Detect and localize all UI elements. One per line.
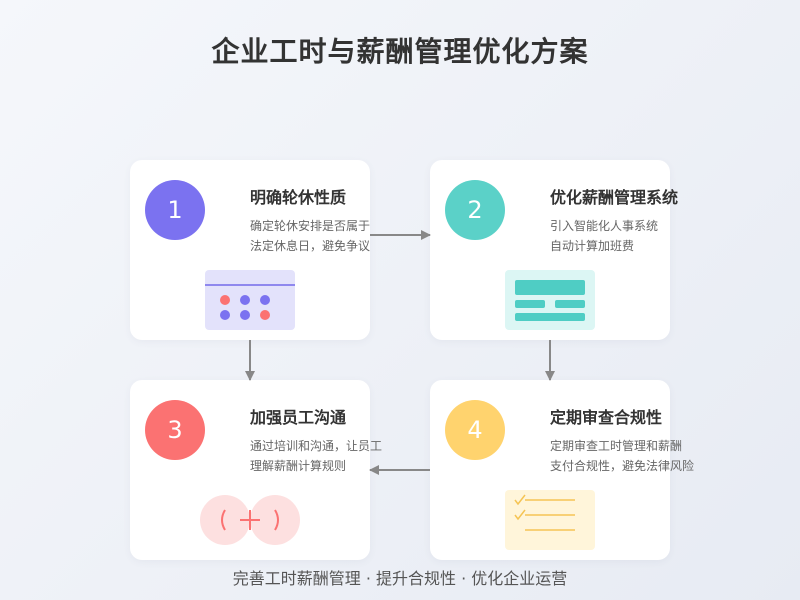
step-description: 引入智能化人事系统 自动计算加班费 (550, 216, 658, 256)
step-title: 加强员工沟通 (250, 408, 347, 427)
step-description-line: 定期审查工时管理和薪酬 (550, 439, 683, 453)
footer-summary: 完善工时薪酬管理 · 提升合规性 · 优化企业运营 (232, 569, 568, 588)
step-description: 确定轮休安排是否属于 法定休息日，避免争议 (250, 216, 370, 256)
checklist-icon (505, 490, 595, 550)
step-number-badge: 2 (445, 180, 505, 240)
step-description-line: 法定休息日，避免争议 (250, 239, 371, 253)
step-number-badge: 3 (145, 400, 205, 460)
step-description-line: 引入智能化人事系统 (550, 219, 659, 233)
step-title: 定期审查合规性 (550, 408, 663, 427)
step-description-line: 支付合规性，避免法律风险 (550, 459, 695, 473)
step-number-badge: 4 (445, 400, 505, 460)
page-title: 企业工时与薪酬管理优化方案 (211, 35, 589, 68)
step-description-line: 理解薪酬计算规则 (250, 459, 347, 473)
step-card-4: 4 定期审查合规性 定期审查工时管理和薪酬 支付合规性，避免法律风险 (430, 380, 694, 560)
step-description: 定期审查工时管理和薪酬 支付合规性，避免法律风险 (550, 436, 694, 476)
step-number-badge: 1 (145, 180, 205, 240)
step-card-1: 1 明确轮休性质 确定轮休安排是否属于 法定休息日，避免争议 (130, 160, 370, 340)
step-description: 通过培训和沟通，让员工 理解薪酬计算规则 (250, 436, 382, 476)
step-description-line: 通过培训和沟通，让员工 (250, 439, 383, 453)
step-description-line: 自动计算加班费 (550, 239, 635, 253)
step-card-3: 3 加强员工沟通 通过培训和沟通，让员工 理解薪酬计算规则 (130, 380, 382, 560)
step-card-2: 2 优化薪酬管理系统 引入智能化人事系统 自动计算加班费 (430, 160, 678, 340)
communication-icon (200, 495, 300, 545)
step-title: 优化薪酬管理系统 (550, 188, 679, 207)
calendar-icon (205, 270, 295, 330)
step-description-line: 确定轮休安排是否属于 (250, 219, 371, 233)
step-title: 明确轮休性质 (250, 188, 347, 207)
system-dashboard-icon (505, 270, 595, 330)
